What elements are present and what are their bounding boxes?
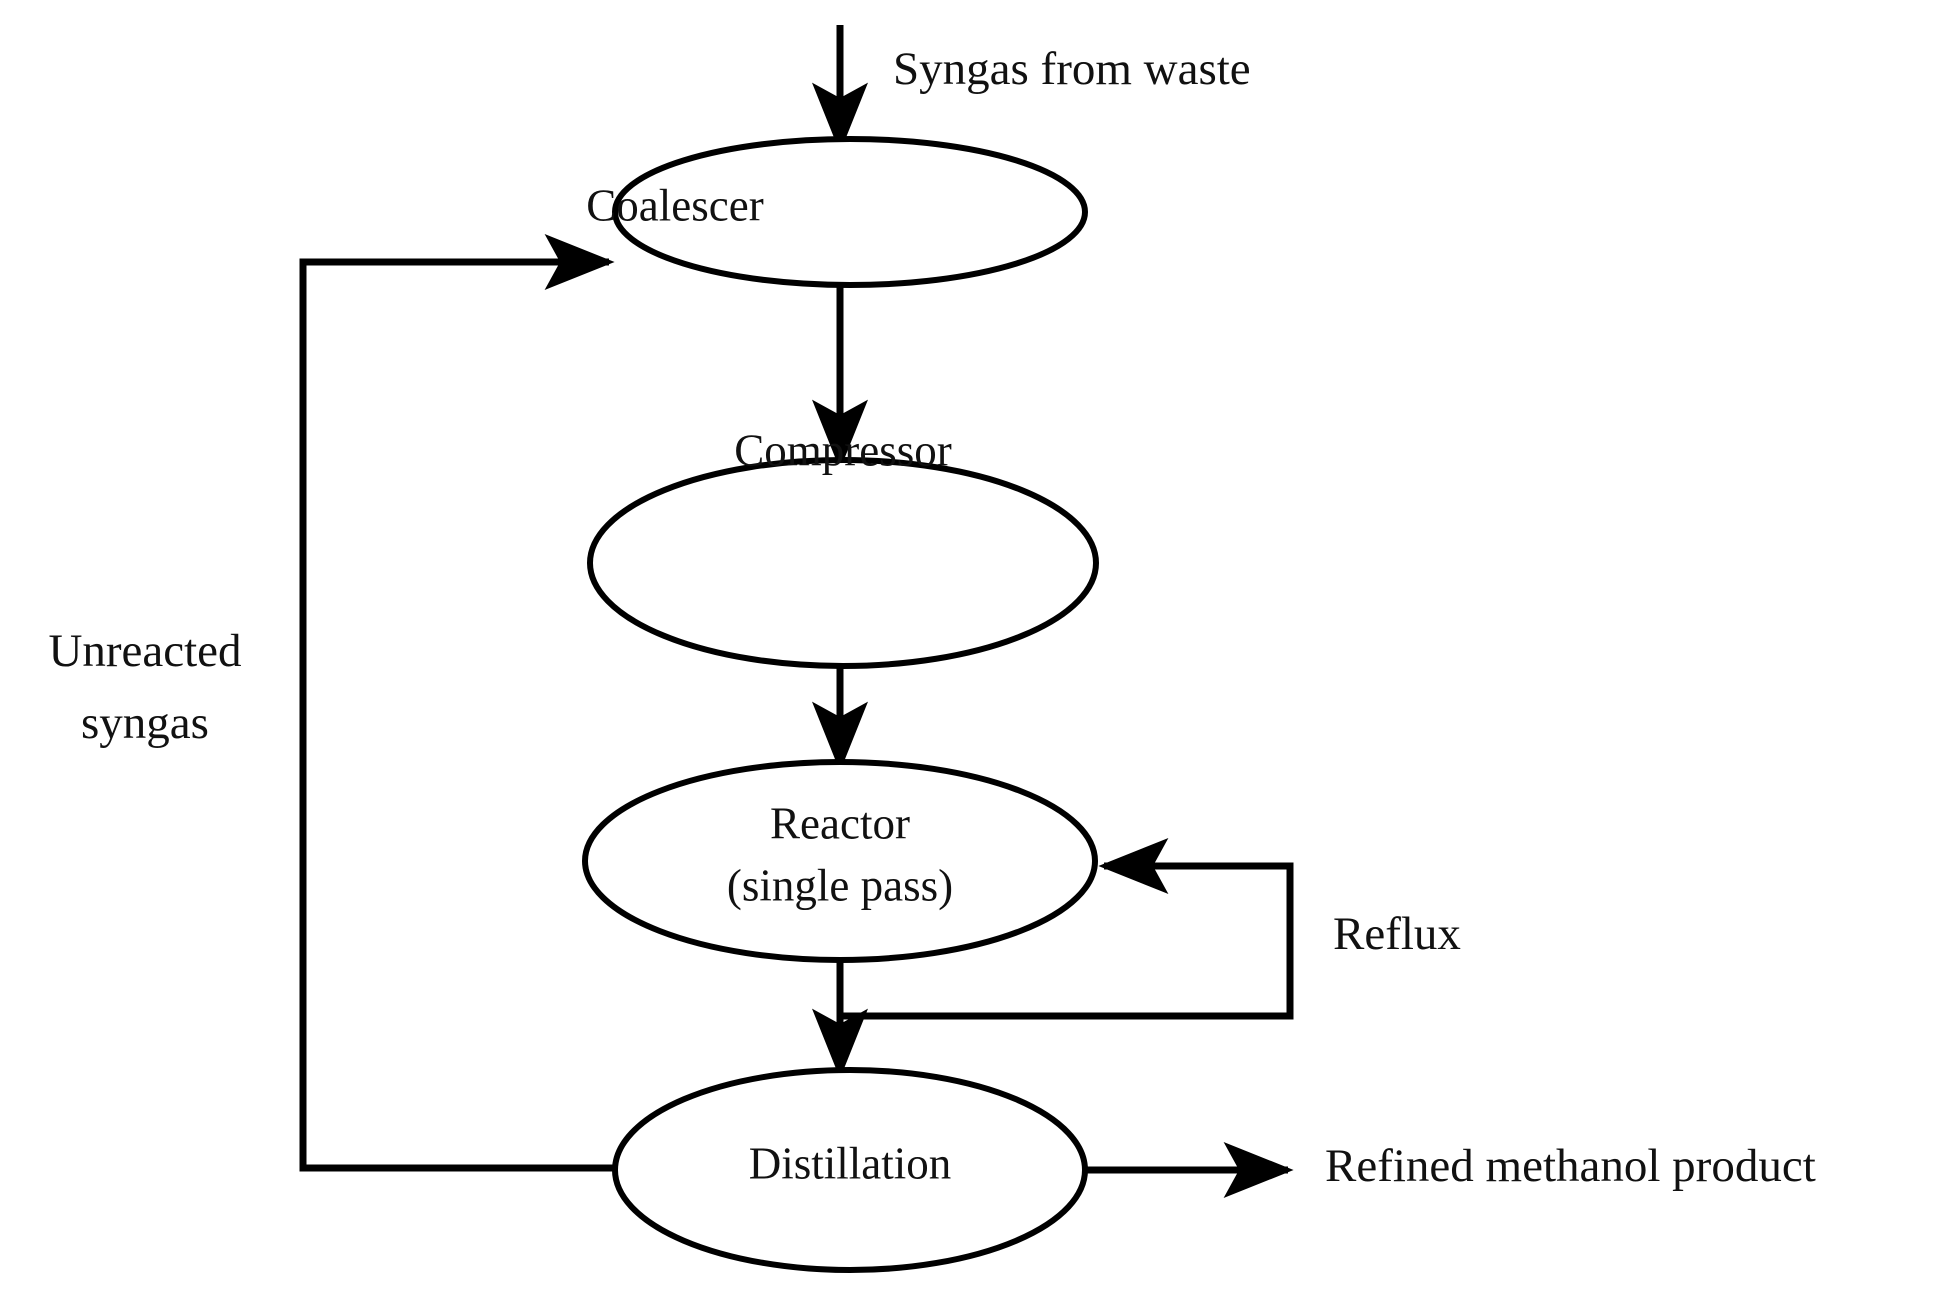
connector-reflux-loop: [840, 838, 1294, 1020]
stream-label-unreacted-syngas-line1: Unreacted: [48, 625, 241, 677]
node-distillation[interactable]: Distillation: [612, 1067, 1088, 1273]
compressor-label: Compressor: [734, 425, 952, 475]
stream-label-reflux: Reflux: [1333, 908, 1461, 960]
coalescer-ellipse: [612, 136, 1088, 288]
stream-label-refined-methanol-product: Refined methanol product: [1325, 1140, 1816, 1192]
compressor-ellipse: [587, 457, 1099, 669]
distillation-ellipse: [612, 1067, 1088, 1273]
node-reactor[interactable]: Reactor (single pass): [582, 759, 1098, 963]
node-compressor[interactable]: Compressor: [587, 425, 1099, 669]
reactor-label-line2: (single pass): [727, 860, 953, 910]
node-coalescer[interactable]: Coalescer: [586, 136, 1088, 288]
connector-unreacted-syngas-recycle: [299, 234, 617, 1172]
reactor-ellipse: [582, 759, 1098, 963]
stream-label-feed: Syngas from waste: [893, 43, 1251, 95]
coalescer-label: Coalescer: [586, 180, 763, 230]
reactor-label-line1: Reactor: [770, 798, 910, 848]
stream-label-unreacted-syngas-line2: syngas: [81, 697, 209, 749]
distillation-label: Distillation: [749, 1138, 952, 1188]
